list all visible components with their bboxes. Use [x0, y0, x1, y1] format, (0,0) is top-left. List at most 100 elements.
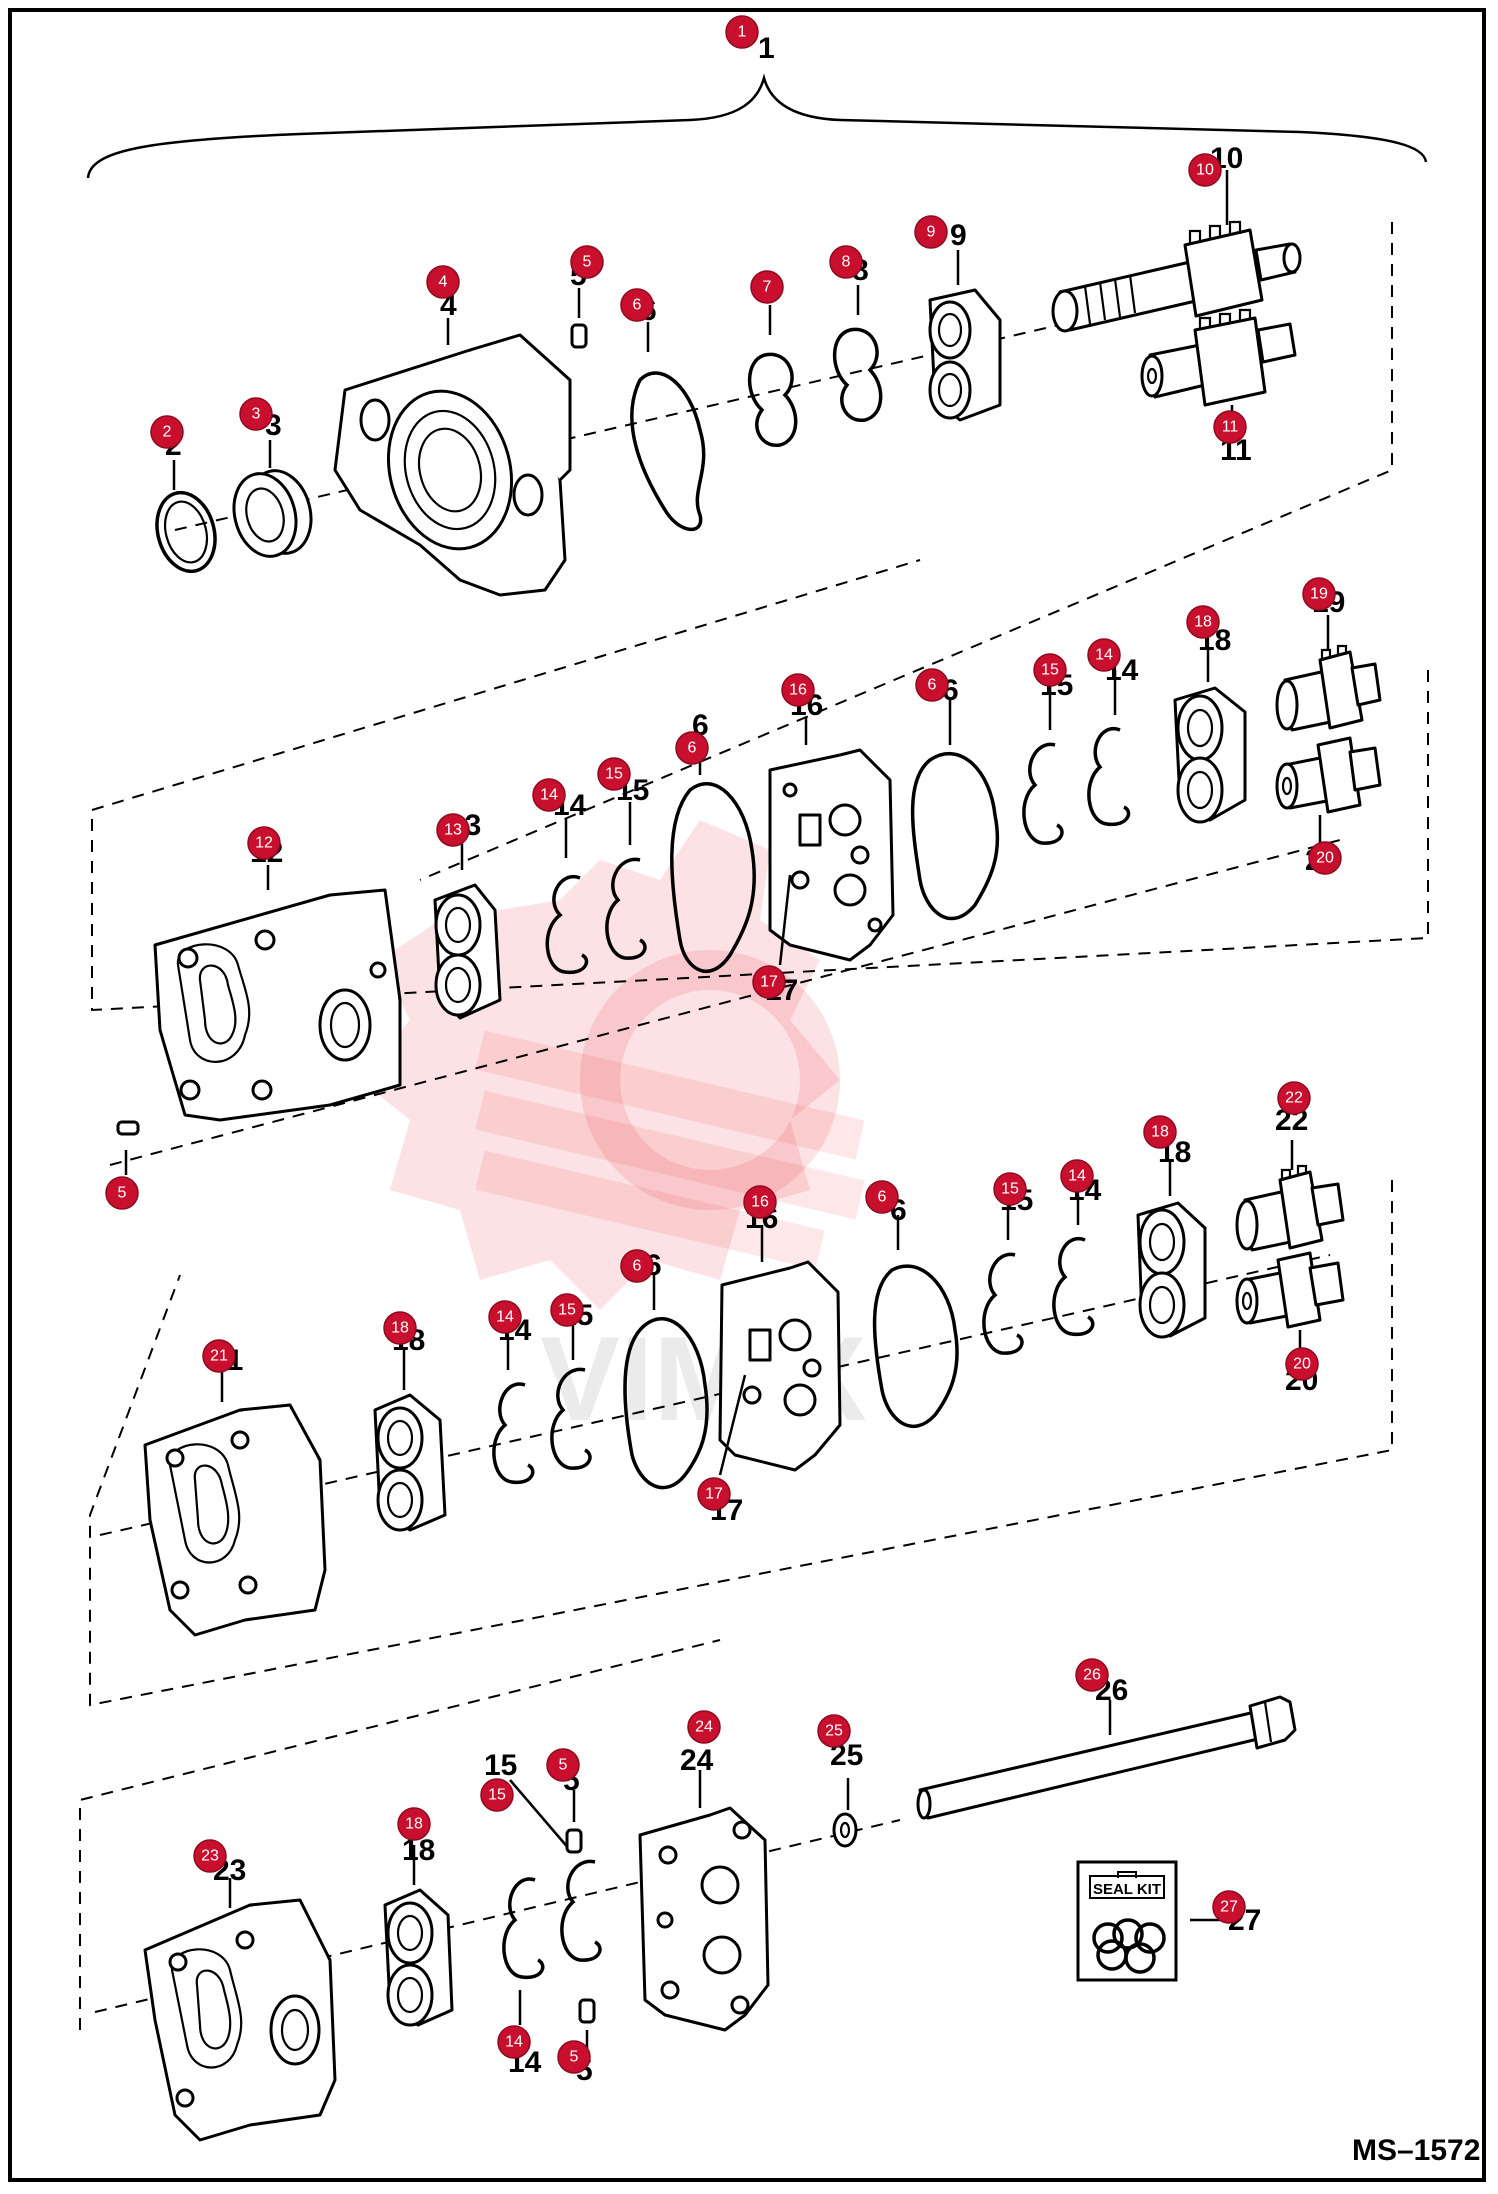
svg-text:13: 13 [444, 822, 462, 839]
callout-14b[interactable]: 14 [1087, 638, 1121, 672]
drawing-code: MS–1572 [1352, 2134, 1480, 2167]
callout-12[interactable]: 12 [247, 826, 281, 860]
callout-14d[interactable]: 14 [1060, 1159, 1094, 1193]
callout-9[interactable]: 9 [914, 215, 948, 249]
callout-15a[interactable]: 15 [597, 757, 631, 791]
callout-5d[interactable]: 5 [557, 2040, 591, 2074]
svg-text:22: 22 [1285, 1090, 1303, 1107]
callout-23[interactable]: 23 [193, 1839, 227, 1873]
callout-7[interactable]: 7 [750, 270, 784, 304]
gear-housing-12 [153, 888, 402, 1122]
retaining-ring-2 [155, 490, 217, 574]
drive-gear-19 [1275, 644, 1382, 732]
label-1: 1 [758, 32, 775, 65]
callout-16a[interactable]: 16 [781, 673, 815, 707]
svg-text:9: 9 [927, 224, 936, 241]
svg-text:19: 19 [1310, 586, 1328, 603]
bearing-block-18d [383, 1888, 454, 2027]
gear-housing-21 [143, 1403, 327, 1637]
svg-text:6: 6 [928, 677, 937, 694]
svg-text:16: 16 [789, 682, 807, 699]
callout-3[interactable]: 3 [239, 397, 273, 431]
svg-text:15: 15 [484, 1749, 517, 1782]
driven-gear-20a [1275, 736, 1382, 814]
callout-5b[interactable]: 5 [105, 1176, 139, 1210]
callout-6b[interactable]: 6 [675, 731, 709, 765]
svg-text:24: 24 [680, 1744, 714, 1777]
callout-25[interactable]: 25 [817, 1714, 851, 1748]
svg-text:8: 8 [842, 254, 851, 271]
callout-24[interactable]: 24 [687, 1710, 721, 1744]
svg-text:20: 20 [1316, 850, 1334, 867]
svg-text:9: 9 [950, 219, 967, 252]
callout-5a[interactable]: 5 [570, 245, 604, 279]
section-1-outline [419, 222, 1393, 881]
svg-text:17: 17 [705, 1486, 723, 1503]
callout-14c[interactable]: 14 [488, 1300, 522, 1334]
callout-18a[interactable]: 18 [1186, 605, 1220, 639]
callout-6d[interactable]: 6 [620, 1249, 654, 1283]
o-ring-seal-6c [910, 752, 1000, 921]
callout-21[interactable]: 21 [202, 1339, 236, 1373]
seal-15a [605, 857, 647, 960]
rear-cover-24 [638, 1806, 770, 2032]
callout-6c[interactable]: 6 [915, 668, 949, 702]
svg-text:1: 1 [738, 24, 747, 41]
callout-15d[interactable]: 15 [993, 1172, 1027, 1206]
shaft-seal-3 [232, 469, 313, 558]
backup-ring-14c [492, 1382, 535, 1485]
callout-20b[interactable]: 20 [1285, 1347, 1319, 1381]
svg-text:18: 18 [1194, 614, 1212, 631]
callout-15b[interactable]: 15 [1033, 653, 1067, 687]
callout-17b[interactable]: 17 [697, 1477, 731, 1511]
drawing-frame [8, 8, 1486, 2182]
callout-6a[interactable]: 6 [620, 288, 654, 322]
gasket-8 [832, 327, 883, 422]
callout-1[interactable]: 1 [725, 15, 759, 49]
callout-11[interactable]: 11 [1213, 410, 1247, 444]
isolation-plate-16b [718, 1260, 842, 1472]
callout-27[interactable]: 27 [1212, 1890, 1246, 1924]
section-3-outline [89, 1180, 1393, 1707]
drive-gear-22 [1235, 1164, 1345, 1252]
centerline-2 [109, 839, 1341, 1166]
leader-17a [778, 874, 792, 966]
callout-14e[interactable]: 14 [497, 2025, 531, 2059]
svg-text:4: 4 [439, 274, 448, 291]
svg-text:21: 21 [210, 1348, 228, 1365]
driven-gear-11 [1140, 308, 1297, 407]
section-2-outline [91, 559, 1429, 1012]
callout-4[interactable]: 4 [426, 265, 460, 299]
seal-15b [1022, 742, 1064, 845]
backup-ring-14a [545, 874, 589, 975]
bearing-block-18a [1173, 686, 1247, 824]
callout-18c[interactable]: 18 [1143, 1115, 1177, 1149]
callout-8[interactable]: 8 [829, 245, 863, 279]
dowel-pin-5c [565, 1828, 583, 1854]
backup-ring-14e [502, 1877, 545, 1980]
svg-text:10: 10 [1196, 162, 1214, 179]
callout-5c[interactable]: 5 [546, 1748, 580, 1782]
callout-15e[interactable]: 15 [480, 1778, 514, 1812]
bearing-block-13 [433, 883, 502, 1020]
svg-text:18: 18 [1151, 1124, 1169, 1141]
callout-26[interactable]: 26 [1075, 1658, 1109, 1692]
backup-ring-14d [1052, 1236, 1095, 1337]
callout-13[interactable]: 13 [436, 813, 470, 847]
svg-text:5: 5 [118, 1185, 127, 1202]
callout-6e[interactable]: 6 [865, 1180, 899, 1214]
callout-10[interactable]: 10 [1188, 153, 1222, 187]
callout-14a[interactable]: 14 [532, 778, 566, 812]
callout-18d[interactable]: 18 [397, 1807, 431, 1841]
callout-15c[interactable]: 15 [550, 1293, 584, 1327]
callout-20a[interactable]: 20 [1308, 841, 1342, 875]
callout-19[interactable]: 19 [1302, 577, 1336, 611]
callout-17a[interactable]: 17 [752, 965, 786, 999]
dowel-pin-5a [570, 323, 588, 349]
callout-2[interactable]: 2 [150, 415, 184, 449]
callout-18b[interactable]: 18 [383, 1311, 417, 1345]
callout-16b[interactable]: 16 [743, 1185, 777, 1219]
svg-text:14: 14 [1095, 647, 1113, 664]
callout-22[interactable]: 22 [1277, 1081, 1311, 1115]
